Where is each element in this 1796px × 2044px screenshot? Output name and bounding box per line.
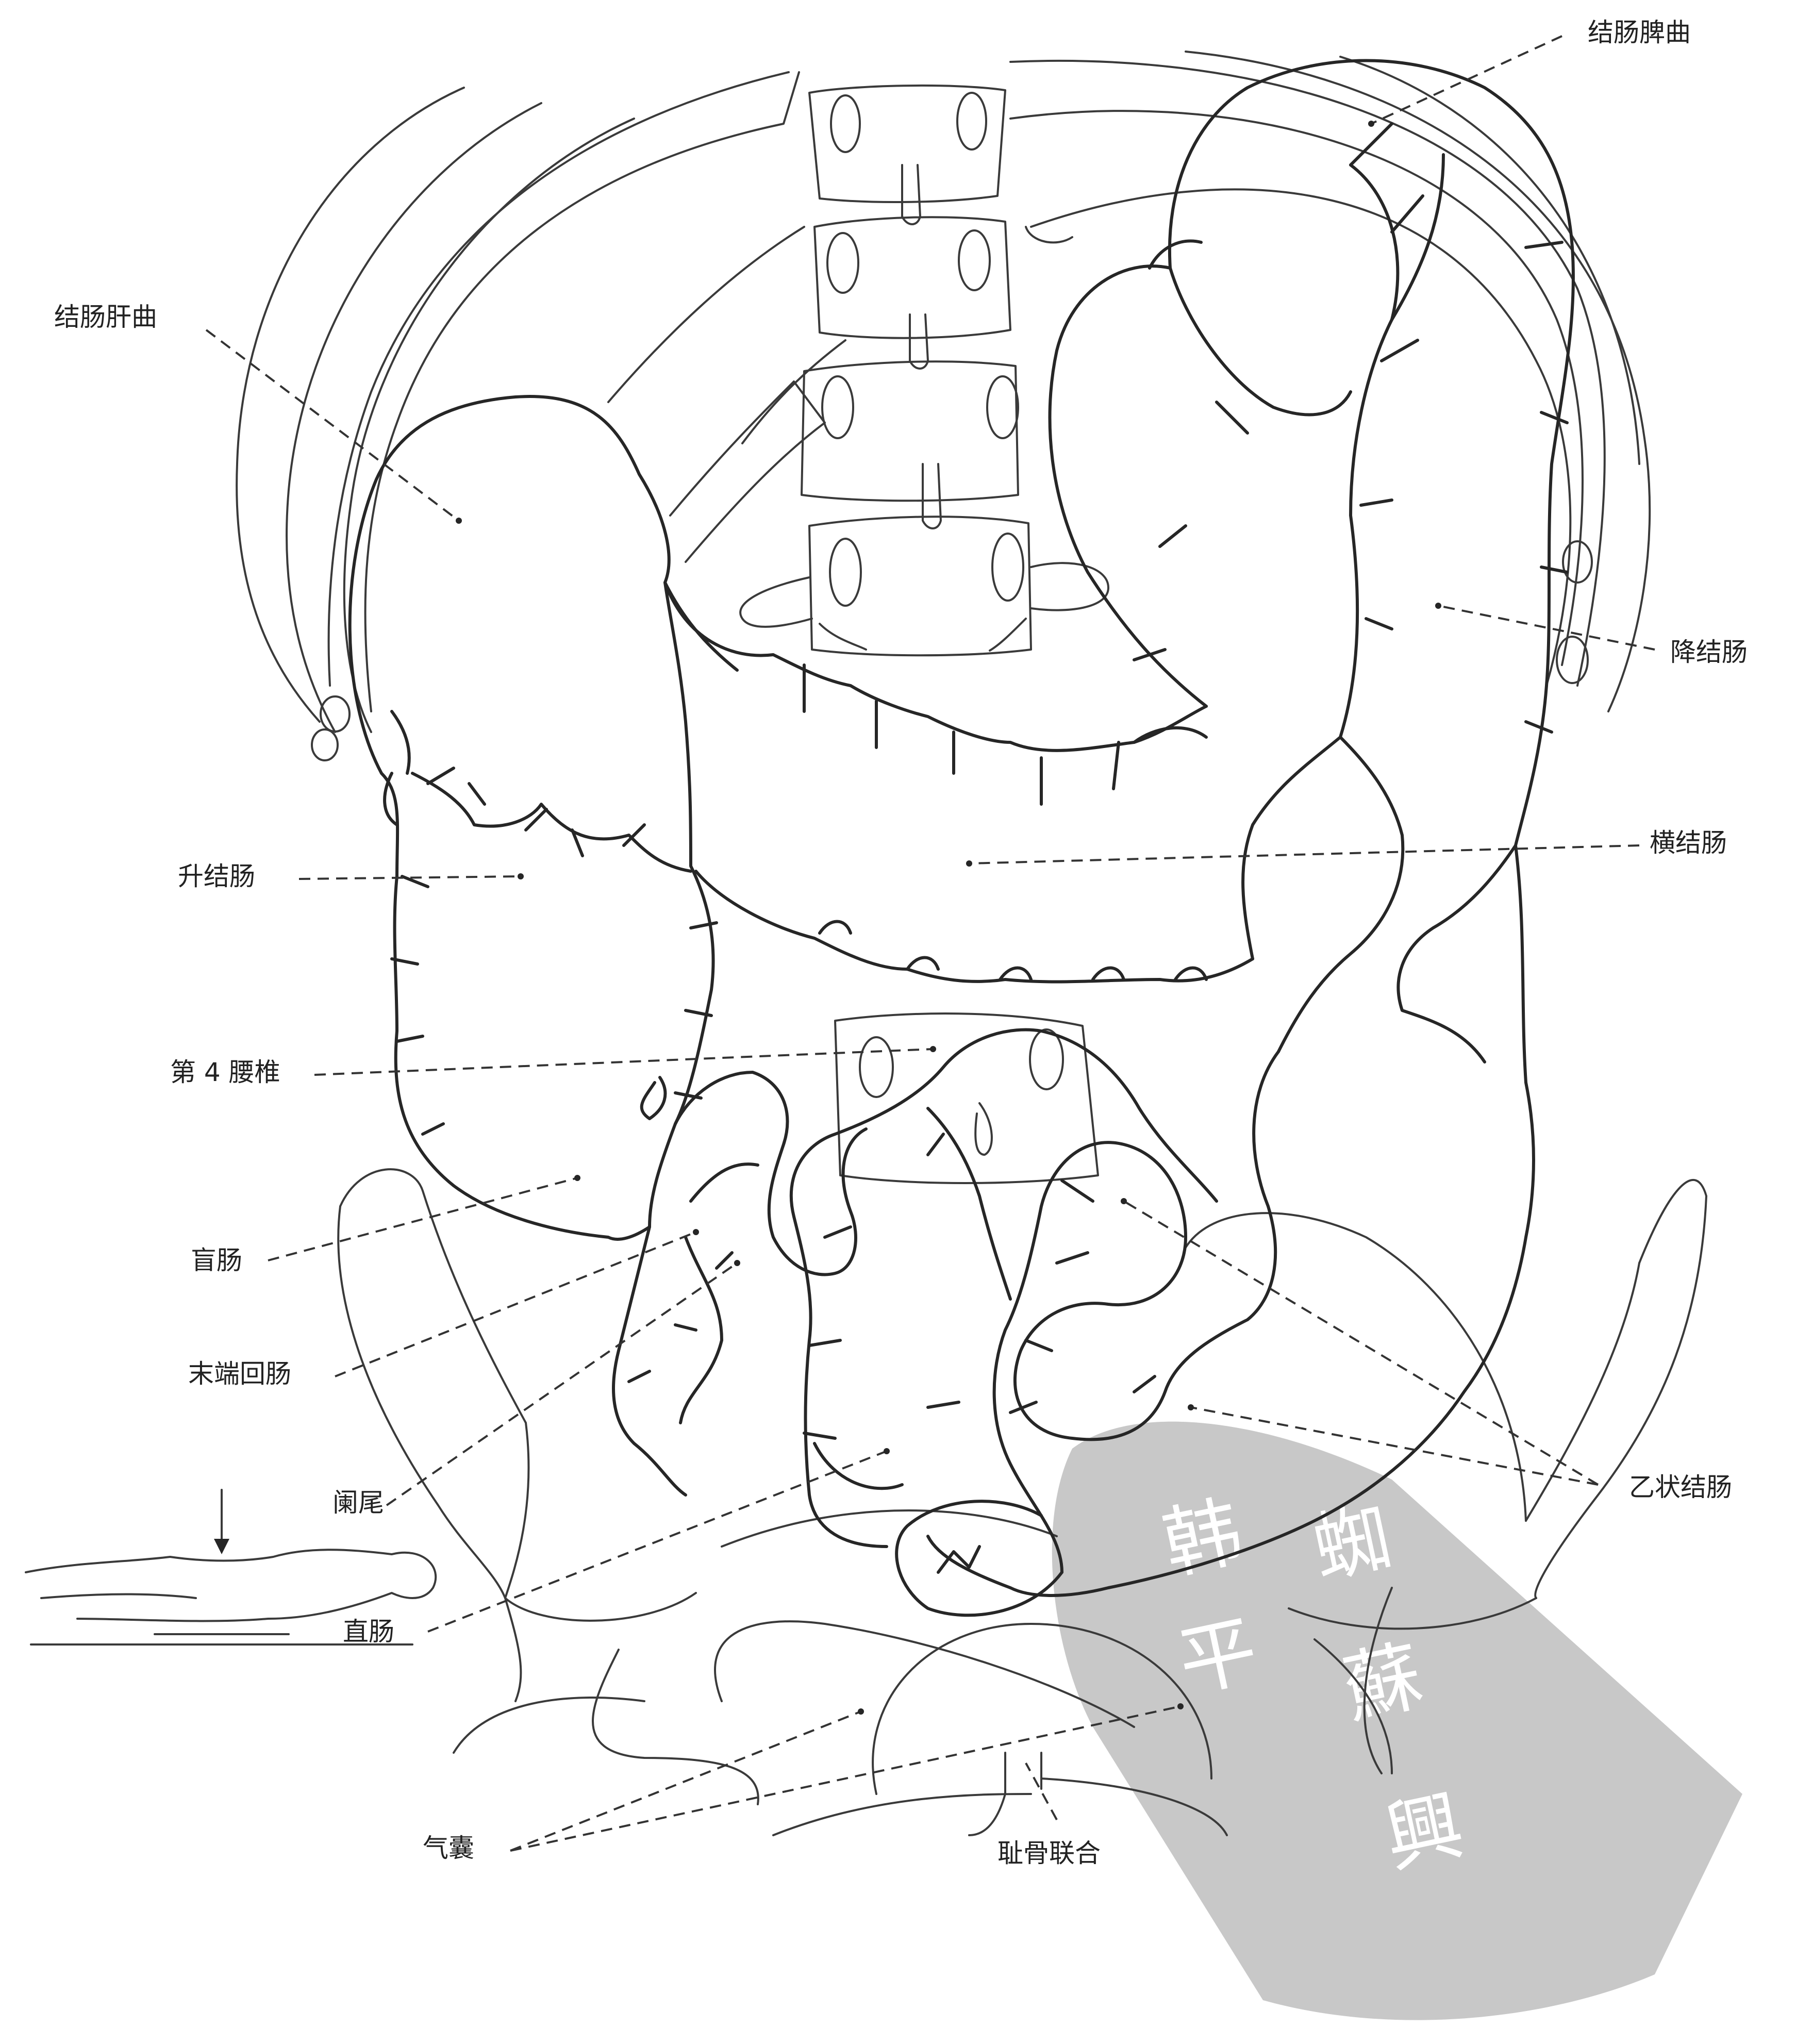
- lower-vertebra: [835, 1013, 1098, 1183]
- right-ribs: [1010, 52, 1650, 711]
- label-sigmoid-colon: 乙状结肠: [1629, 1474, 1732, 1500]
- label-cecum: 盲肠: [191, 1248, 242, 1273]
- label-terminal-ileum: 末端回肠: [188, 1361, 291, 1387]
- ascending-colon-shape: [350, 396, 737, 1239]
- label-air-bubbles: 气囊: [423, 1835, 474, 1861]
- left-ribs: [237, 72, 845, 760]
- label-hepatic-flexure: 结肠肝曲: [54, 304, 157, 330]
- seal-watermark: 韩 蜘 平 蘇 興: [1052, 1422, 1742, 2020]
- label-rectum: 直肠: [343, 1619, 394, 1644]
- label-l4-vertebra: 第 4 腰椎: [170, 1059, 280, 1085]
- label-appendix: 阑尾: [332, 1490, 384, 1516]
- label-pubic-symphysis: 耻骨联合: [997, 1840, 1101, 1866]
- label-descending-colon: 降结肠: [1670, 639, 1748, 665]
- label-transverse-colon: 横结肠: [1650, 830, 1727, 856]
- label-splenic-flexure: 结肠脾曲: [1588, 20, 1691, 45]
- label-ascending-colon: 升结肠: [178, 863, 255, 889]
- transverse-colon-shape: [665, 583, 1253, 982]
